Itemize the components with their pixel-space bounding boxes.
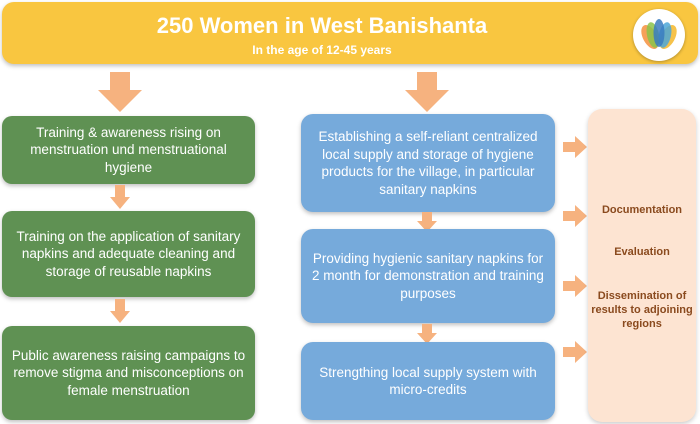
- outcomes-panel: [588, 109, 696, 422]
- left-box-1: Training & awareness rising on menstruat…: [2, 116, 255, 184]
- arrow-icon: [98, 72, 142, 112]
- outcome-documentation: Documentation: [601, 204, 683, 216]
- left-box-2: Training on the application of sanitary …: [2, 211, 255, 297]
- middle-box-1: Establishing a self-reliant centralized …: [301, 114, 555, 212]
- header-title: 250 Women in West Banishanta: [156, 13, 488, 38]
- middle-box-3: Strengthing local supply system with mic…: [301, 342, 555, 420]
- arrow-icon: [110, 299, 130, 323]
- left-box-3-text: Public awareness raising campaigns to re…: [11, 347, 246, 398]
- header-banner: 250 Women in West Banishanta In the age …: [2, 2, 698, 64]
- middle-box-1-text: Establishing a self-reliant centralized …: [318, 129, 538, 197]
- middle-box-3-text: Strengthing local supply system with mic…: [319, 364, 537, 398]
- arrow-icon: [563, 341, 587, 363]
- middle-box-2-text: Providing hygienic sanitary napkins for …: [312, 250, 544, 301]
- lotus-logo-icon: [633, 9, 685, 61]
- arrow-icon: [417, 212, 437, 232]
- left-box-3: Public awareness raising campaigns to re…: [2, 326, 255, 420]
- arrow-icon: [417, 324, 437, 344]
- header-subtitle: In the age of 12-45 years: [252, 43, 392, 57]
- left-box-1-text: Training & awareness rising on menstruat…: [30, 124, 227, 175]
- arrow-icon: [563, 136, 587, 158]
- outcome-dissemination: Dissemination of results to adjoining re…: [591, 290, 693, 330]
- arrow-icon: [405, 72, 449, 112]
- middle-box-2: Providing hygienic sanitary napkins for …: [301, 229, 555, 323]
- arrow-icon: [563, 205, 587, 227]
- outcome-evaluation: Evaluation: [614, 246, 670, 258]
- left-box-2-text: Training on the application of sanitary …: [16, 228, 241, 279]
- arrow-icon: [110, 185, 130, 209]
- arrow-icon: [563, 275, 587, 297]
